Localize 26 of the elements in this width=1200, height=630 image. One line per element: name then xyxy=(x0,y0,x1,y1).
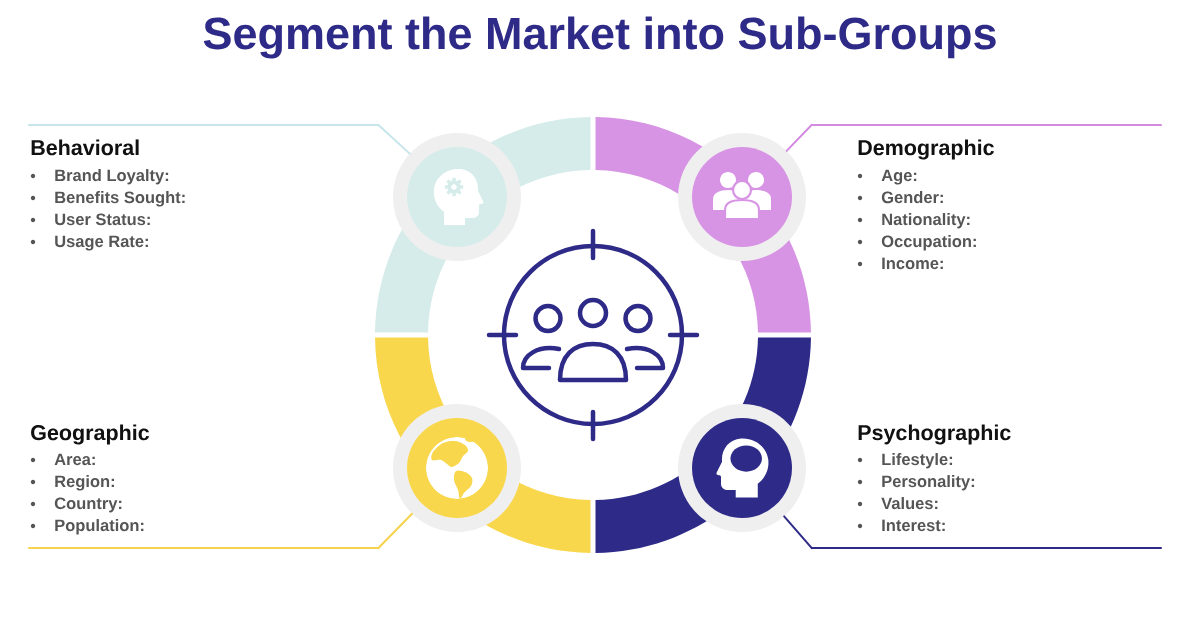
list-item: Area: xyxy=(54,453,95,466)
list-item: Benefits Sought: xyxy=(55,191,185,207)
list-item: Income: xyxy=(882,257,943,270)
list-item: Country: xyxy=(54,497,122,513)
list-item: Population: xyxy=(55,519,144,535)
leader-line xyxy=(785,123,813,152)
leader-line xyxy=(783,515,813,550)
leader-line xyxy=(377,512,413,550)
list-item: Region: xyxy=(55,475,115,491)
list-item: Gender: xyxy=(881,191,943,204)
list-item: User Status: xyxy=(55,213,150,226)
list-item: Interest: xyxy=(882,519,945,532)
category-heading: Demographic xyxy=(858,139,994,160)
list-item: Lifestyle: xyxy=(882,453,953,469)
list-item: Values: xyxy=(881,497,938,510)
leader-line xyxy=(377,123,411,155)
list-item: Age: xyxy=(881,169,917,185)
list-item: Usage Rate: xyxy=(55,235,148,251)
category-heading: Geographic xyxy=(31,424,150,445)
list-item: Nationality: xyxy=(882,213,970,229)
list-item: Brand Loyalty: xyxy=(55,169,169,185)
category-heading: Psychographic xyxy=(858,424,1011,445)
title: Segment the Market into Sub-Groups xyxy=(203,16,996,59)
list-item: Occupation: xyxy=(881,235,976,251)
category-heading: Behavioral xyxy=(31,139,139,156)
list-item: Personality: xyxy=(882,475,975,491)
